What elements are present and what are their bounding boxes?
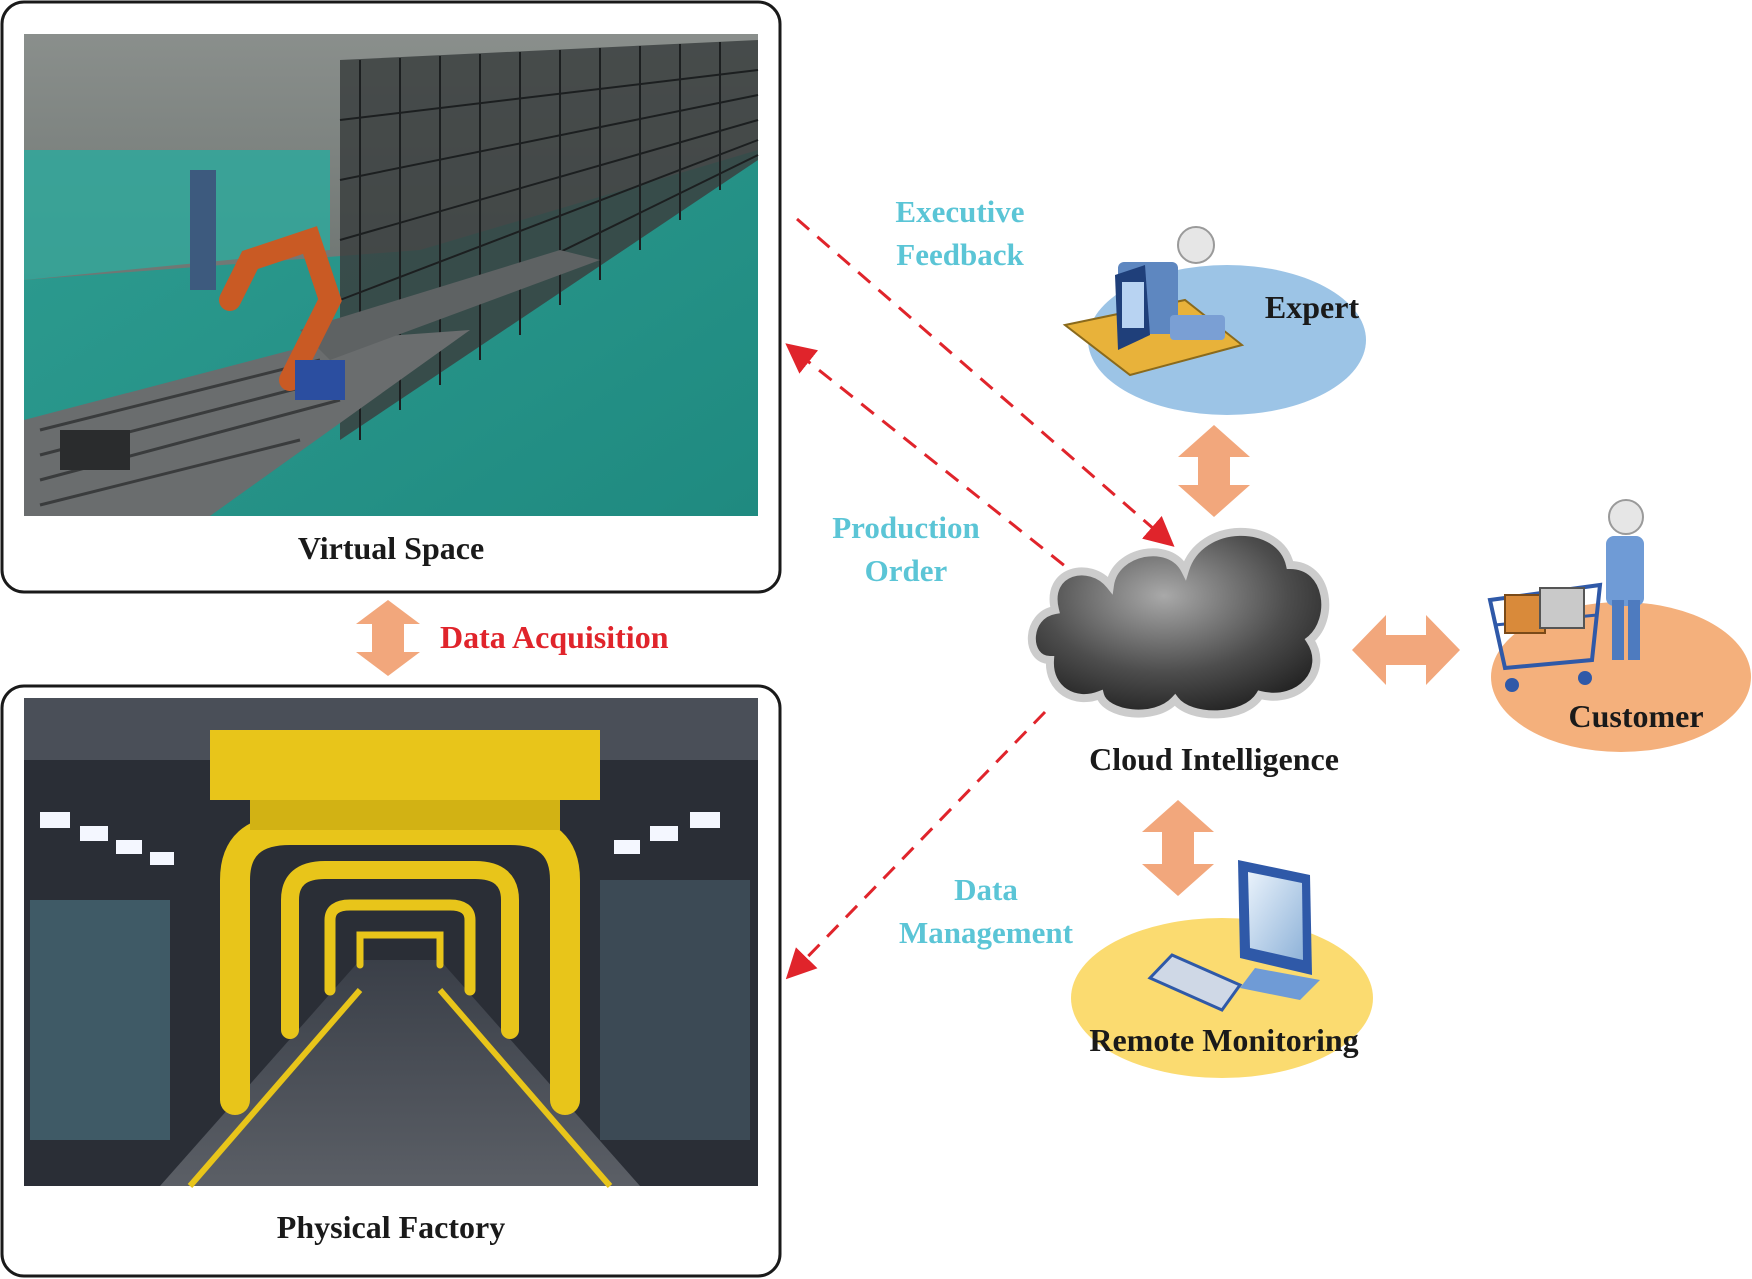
- shopping-cart-icon: [1487, 499, 1644, 692]
- virtual-space-title: Virtual Space: [298, 530, 484, 566]
- customer-label: Customer: [1568, 698, 1703, 734]
- virtual-space-panel: Virtual Space: [0, 0, 782, 594]
- cloud-icon: [1027, 527, 1330, 719]
- executive-feedback-label-line1: Executive: [895, 194, 1024, 229]
- production-order-label-line2: Order: [865, 553, 948, 588]
- executive-feedback-arrow: [796, 217, 1175, 547]
- cloud-intelligence-label: Cloud Intelligence: [1089, 741, 1339, 777]
- physical-factory-title: Physical Factory: [277, 1209, 505, 1245]
- data-management-label-line1: Data: [954, 872, 1018, 907]
- virtual-warehouse-image: [24, 34, 759, 516]
- data-management-label-line2: Management: [899, 915, 1074, 950]
- data-management-arrow: [785, 710, 1047, 980]
- expert-icon: [1062, 226, 1245, 377]
- cloud-customer-arrow: [1352, 615, 1460, 685]
- expert-label: Expert: [1265, 289, 1360, 325]
- executive-feedback-label-line2: Feedback: [896, 237, 1024, 272]
- computer-monitor-icon: [1147, 860, 1320, 1012]
- cloud-intelligence-node: Cloud Intelligence: [1027, 527, 1339, 777]
- production-order-label-line1: Production: [832, 510, 980, 545]
- data-acquisition-arrow: [356, 600, 420, 676]
- production-order-arrow: [785, 343, 1086, 584]
- physical-factory-panel: Physical Factory: [0, 684, 782, 1278]
- expert-node: Expert: [1062, 226, 1366, 415]
- remote-monitoring-label: Remote Monitoring: [1089, 1022, 1358, 1058]
- remote-monitoring-node: Remote Monitoring: [1071, 860, 1373, 1078]
- expert-cloud-arrow: [1178, 425, 1250, 517]
- physical-factory-image: [24, 698, 758, 1188]
- data-acquisition-label: Data Acquisition: [440, 619, 669, 655]
- customer-node: Customer: [1487, 499, 1751, 752]
- cloud-monitoring-arrow: [1142, 800, 1214, 896]
